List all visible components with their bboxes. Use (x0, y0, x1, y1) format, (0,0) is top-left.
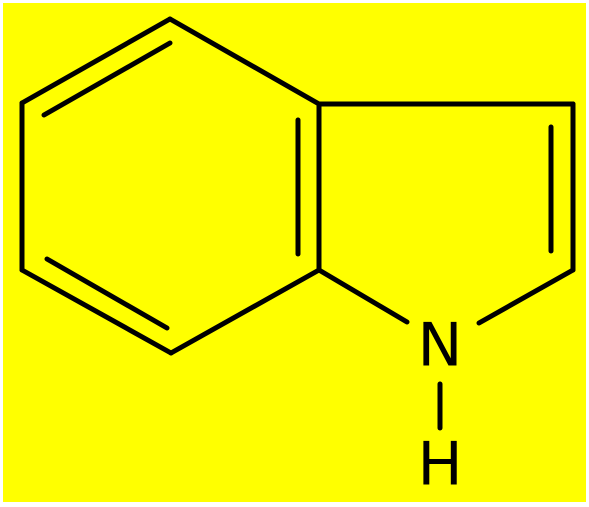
pyrrole-bond-lower-left (316, 267, 410, 325)
indole-structure-diagram: N H (3, 3, 586, 502)
benzene-double-bond-top (41, 40, 173, 118)
benzene-bond-bottom-right (168, 267, 322, 356)
benzene-bond-bottom-left (19, 267, 174, 356)
hydrogen-label: H (417, 430, 462, 500)
pyrrole-bond-lower-right (476, 267, 576, 326)
nitrogen-label: N (418, 311, 463, 381)
benzene-bond-top-right (167, 16, 322, 107)
benzene-double-bond-bottom (44, 256, 170, 331)
diagram-background (3, 3, 586, 502)
benzene-bond-top-left (19, 16, 173, 106)
